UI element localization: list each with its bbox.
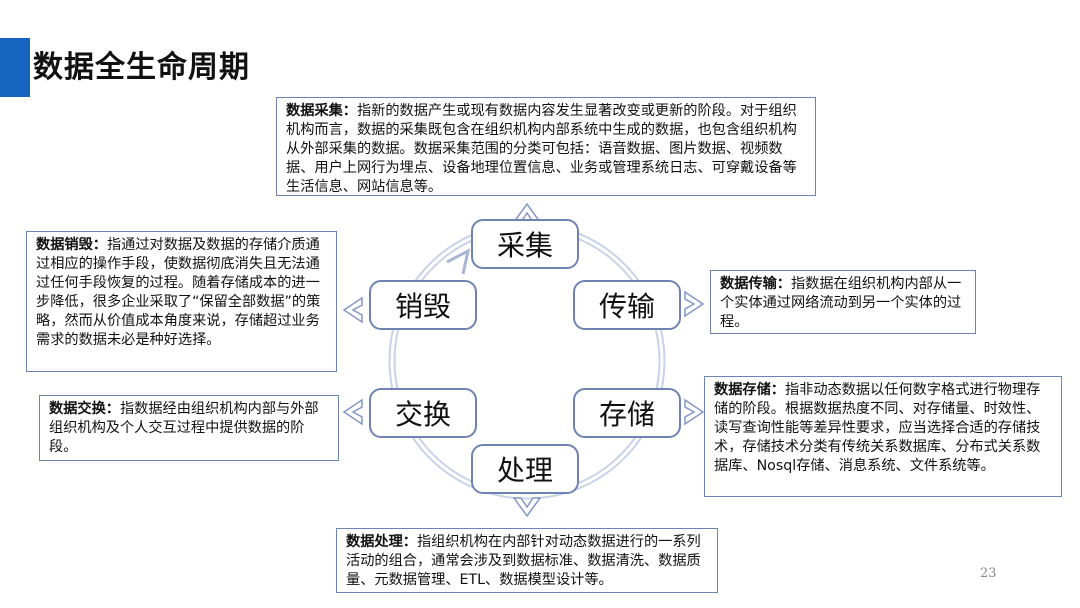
stage-store: 存储 <box>573 388 681 438</box>
cycle-arrowhead <box>446 248 471 275</box>
desc-process-text: 指组织机构在内部针对动态数据进行的一系列活动的组合，通常会涉及到数据标准、数据清… <box>346 534 701 588</box>
desc-transfer: 数据传输：指数据在组织机构内部从一个实体通过网络流动到另一个实体的过程。 <box>710 270 976 334</box>
desc-process: 数据处理：指组织机构在内部针对动态数据进行的一系列活动的组合，通常会涉及到数据标… <box>336 528 718 593</box>
page-number: 23 <box>980 566 997 581</box>
pointer-destroy <box>342 296 363 324</box>
stage-destroy: 销毁 <box>369 280 477 330</box>
desc-store: 数据存储：指非动态数据以任何数字格式进行物理存储的阶段。根据数据热度不同、对存储… <box>704 376 1062 497</box>
pointer-transfer <box>684 290 705 318</box>
desc-collect-heading: 数据采集： <box>286 103 357 119</box>
desc-exchange: 数据交换：指数据经由组织机构内部与外部组织机构及个人交互过程中提供数据的阶段。 <box>39 395 339 461</box>
desc-destroy-text: 指通过对数据及数据的存储介质通过相应的操作手段，使数据彻底消失且无法通过任何手段… <box>36 237 321 348</box>
desc-transfer-heading: 数据传输： <box>720 276 791 292</box>
stage-collect: 采集 <box>471 219 579 269</box>
desc-process-heading: 数据处理： <box>346 534 417 550</box>
pointer-exchange <box>342 398 363 426</box>
desc-exchange-text: 指数据经由组织机构内部与外部组织机构及个人交互过程中提供数据的阶段。 <box>49 401 319 455</box>
pointer-process <box>512 497 542 518</box>
desc-exchange-heading: 数据交换： <box>49 401 120 417</box>
stage-transfer: 传输 <box>573 280 681 330</box>
desc-destroy: 数据销毁：指通过对数据及数据的存储介质通过相应的操作手段，使数据彻底消失且无法通… <box>26 231 337 372</box>
pointer-store <box>684 398 705 426</box>
desc-store-text: 指非动态数据以任何数字格式进行物理存储的阶段。根据数据热度不同、对存储量、时效性… <box>714 382 1041 474</box>
page-title: 数据全生命周期 <box>33 50 250 85</box>
desc-collect-text: 指新的数据产生或现有数据内容发生显著改变或更新的阶段。对于组织机构而言，数据的采… <box>286 103 797 195</box>
desc-destroy-heading: 数据销毁： <box>36 237 107 253</box>
desc-collect: 数据采集：指新的数据产生或现有数据内容发生显著改变或更新的阶段。对于组织机构而言… <box>276 97 816 196</box>
title-accent-bar <box>0 38 30 97</box>
stage-exchange: 交换 <box>369 388 477 438</box>
desc-transfer-text: 指数据在组织机构内部从一个实体通过网络流动到另一个实体的过程。 <box>720 276 962 330</box>
stage-process: 处理 <box>471 444 579 494</box>
desc-store-heading: 数据存储： <box>714 382 785 398</box>
